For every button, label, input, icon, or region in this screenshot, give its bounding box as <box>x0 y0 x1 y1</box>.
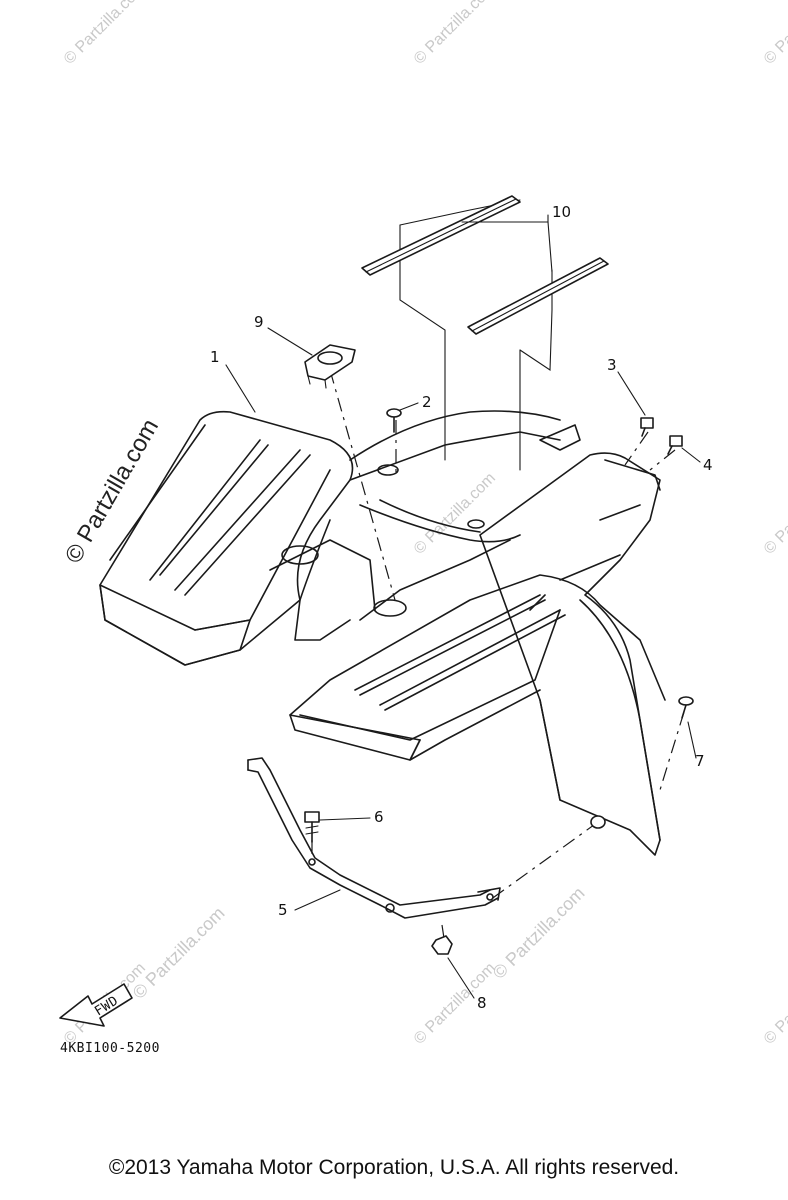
callout-3: 3 <box>607 356 617 374</box>
copyright-footer: ©2013 Yamaha Motor Corporation, U.S.A. A… <box>108 1156 680 1179</box>
callout-7: 7 <box>695 752 705 770</box>
watermark-tc: © Partzilla.com <box>411 0 499 68</box>
part-6-bolt <box>304 811 320 843</box>
part-2-screw <box>386 408 402 433</box>
watermark-mc: © Partzilla.com <box>411 470 499 558</box>
part-code: 4KBI100-5200 <box>60 1041 160 1056</box>
fender-grommet <box>590 815 606 829</box>
watermark-mr: © Partzilla.com <box>761 470 788 558</box>
callout-leaders <box>225 327 701 999</box>
fwd-arrow-icon: FWD <box>59 983 133 1027</box>
leader-lines <box>311 369 685 946</box>
watermark-br: © Partzilla.com <box>761 960 788 1048</box>
callout-labels: 1 2 3 4 5 6 7 8 9 10 <box>210 203 713 1012</box>
part-1-front-fender <box>99 410 666 856</box>
watermark-tr: © Partzilla.com <box>761 0 788 68</box>
callout-4: 4 <box>703 456 713 474</box>
callout-8: 8 <box>477 994 487 1012</box>
watermark-tl: © Partzilla.com <box>61 0 149 68</box>
part-5-bracket <box>247 757 501 919</box>
watermark-main: © Partzilla.com <box>60 414 164 568</box>
watermark-bc2: © Partzilla.com <box>489 883 589 983</box>
callout-10: 10 <box>552 203 571 221</box>
callout-2: 2 <box>422 393 432 411</box>
part-9-cap <box>304 344 356 389</box>
watermarks: © Partzilla.com © Partzilla.com © Partzi… <box>60 0 788 1048</box>
part-7-screw <box>678 696 694 719</box>
callout-6: 6 <box>374 808 384 826</box>
part-10-strips <box>361 195 609 471</box>
callout-1: 1 <box>210 348 220 366</box>
callout-5: 5 <box>278 901 288 919</box>
callout-9: 9 <box>254 313 264 331</box>
part-8-nut <box>431 935 453 955</box>
part-4-bolt <box>667 435 683 455</box>
part-3-bolt <box>640 417 654 437</box>
watermark-bl2: © Partzilla.com <box>129 903 229 1003</box>
